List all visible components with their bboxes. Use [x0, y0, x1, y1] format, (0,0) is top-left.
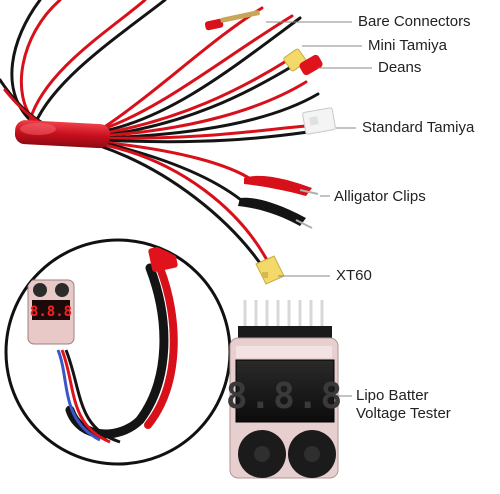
lipo-tester-device: 8.8.8: [226, 300, 344, 479]
deans-connector: [299, 54, 323, 76]
label-lipo-tester-line2: Voltage Tester: [356, 405, 451, 422]
harness-sleeve: [14, 120, 111, 149]
bare-connector: [204, 10, 260, 31]
callout-pointers: [266, 21, 372, 397]
label-mini-tamiya: Mini Tamiya: [368, 37, 447, 54]
harness-wires: [0, 0, 320, 268]
label-standard-tamiya: Standard Tamiya: [362, 119, 475, 136]
xt60-connector: [255, 255, 285, 285]
standard-tamiya-connector: [302, 107, 336, 135]
label-alligator-clips: Alligator Clips: [334, 188, 426, 205]
label-bare-connectors: Bare Connectors: [358, 13, 471, 30]
label-xt60: XT60: [336, 267, 372, 284]
large-display-readout: 8.8.8: [226, 376, 344, 417]
inset-circle: 8.8.8: [4, 238, 232, 466]
alligator-clips: [238, 175, 319, 229]
label-lipo-tester-line1: Lipo Batter: [356, 387, 429, 404]
small-display-readout: 8.8.8: [30, 304, 72, 320]
label-deans: Deans: [378, 59, 422, 76]
